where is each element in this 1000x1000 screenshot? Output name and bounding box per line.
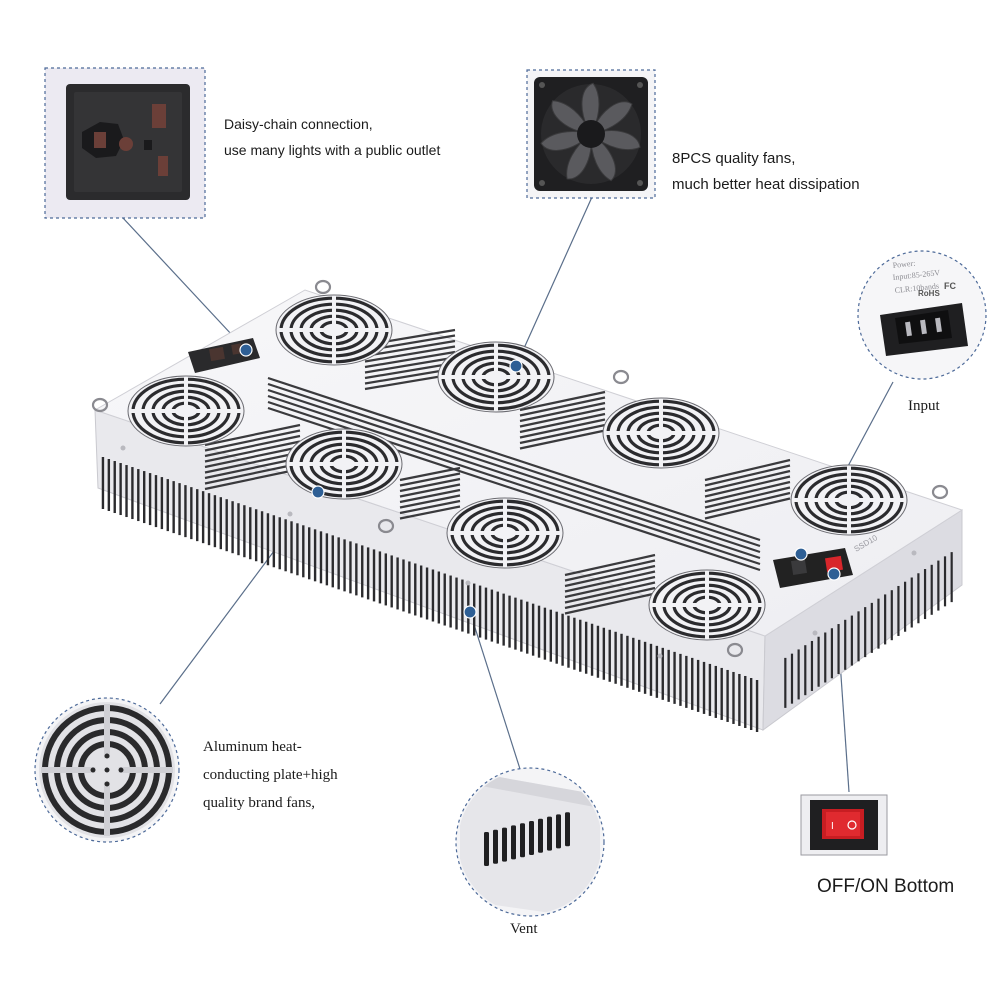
fan-grille-4 — [602, 397, 720, 469]
plate-caption-line2: conducting plate+high — [203, 767, 338, 783]
fans-caption-line2: much better heat dissipation — [672, 176, 860, 193]
switch-caption-text: OFF/ON Bottom — [817, 876, 955, 897]
fan-grille-3 — [127, 375, 245, 447]
outlet-callout-box — [44, 67, 206, 219]
vent-callout-box — [455, 767, 605, 917]
vent-slots-icon — [460, 770, 600, 914]
tag-fc: FC — [944, 281, 956, 291]
end-vent-grille — [784, 552, 953, 708]
input-caption-text: Input — [908, 398, 940, 414]
fan-grille-2 — [437, 341, 555, 413]
input-callout-box: Power: Input:85-265V CLR:10bands RoHS FC — [857, 250, 987, 380]
switch-callout-box: I — [800, 794, 888, 856]
pointer-dots — [239, 343, 841, 619]
outlet-caption: Daisy-chain connection, use many lights … — [224, 111, 440, 163]
rocker-switch-icon: I — [810, 800, 878, 850]
fan-grilles — [127, 294, 908, 641]
led-grow-light-housing: SSD10 — [91, 279, 964, 732]
plate-caption-line3: quality brand fans, — [203, 795, 316, 811]
vent-caption: Vent — [510, 915, 538, 943]
fan-grille-5 — [285, 428, 403, 500]
plate-callout-box — [34, 697, 180, 843]
fan-grille-8 — [648, 569, 766, 641]
hanging-rings — [91, 279, 949, 658]
fan-grille-1 — [275, 294, 393, 366]
tag-rohs: RoHS — [918, 289, 940, 298]
fan-icon — [534, 77, 648, 191]
vent-caption-text: Vent — [510, 921, 538, 937]
fans-caption-line1: 8PCS quality fans, — [672, 150, 796, 167]
tag-power: Power: — [892, 259, 915, 270]
top-vent-slots — [204, 328, 791, 615]
input-caption: Input — [908, 392, 940, 420]
screws — [120, 445, 917, 659]
fan-callout-box — [526, 69, 656, 199]
switch-caption: OFF/ON Bottom — [817, 874, 954, 900]
plate-caption-line1: Aluminum heat- — [203, 739, 302, 755]
fan-grille-6 — [446, 497, 564, 569]
outlet-caption-line2: use many lights with a public outlet — [224, 142, 441, 158]
fan-grille-icon — [39, 702, 175, 838]
fan-grille-7 — [790, 464, 908, 536]
svg-text:I: I — [831, 821, 834, 832]
universal-socket-icon — [66, 84, 190, 200]
plate-caption: Aluminum heat- conducting plate+high qua… — [203, 733, 338, 817]
fans-caption: 8PCS quality fans, much better heat diss… — [672, 146, 860, 198]
outlet-caption-line1: Daisy-chain connection, — [224, 116, 373, 132]
power-inlet-icon: Power: Input:85-265V CLR:10bands RoHS FC — [880, 259, 968, 356]
